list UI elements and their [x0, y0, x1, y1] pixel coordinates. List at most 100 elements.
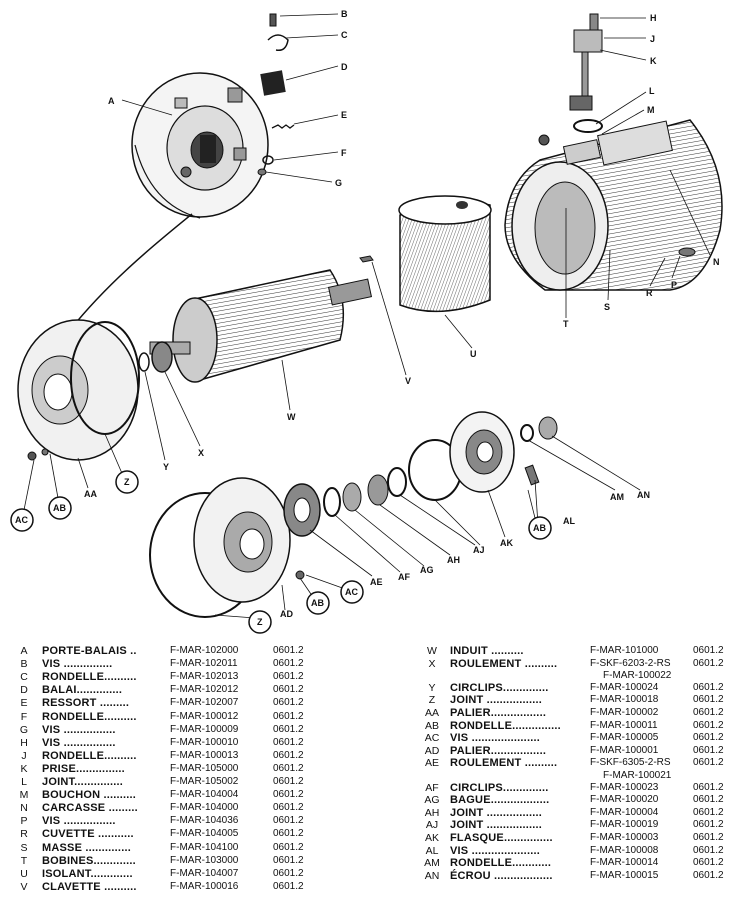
part-note: F-MAR-100021	[603, 770, 672, 781]
part-letter: P	[20, 815, 28, 828]
part-name: BOUCHON ..........	[42, 789, 137, 802]
part-letter: L	[21, 776, 27, 788]
circled-label: AB	[53, 503, 66, 513]
callout-label: AE	[370, 577, 383, 587]
part-reference: F-MAR-105002	[170, 776, 239, 787]
part-code: 0601.2	[273, 828, 304, 840]
part-letter: AM	[424, 857, 440, 870]
callout-label: AA	[84, 489, 97, 499]
leader-lines	[23, 13, 711, 619]
part-reference: F-MAR-100023	[590, 781, 659, 793]
part-code: 0601.2	[693, 732, 724, 744]
lead-wire	[69, 213, 193, 331]
part-code: 0601.2	[693, 657, 724, 669]
part-code: 0601.2	[693, 806, 724, 818]
part-code: 0601.2	[273, 762, 304, 774]
part-code: 0601.2	[693, 832, 724, 843]
part-letter: N	[20, 802, 28, 815]
part-name: PALIER.................	[450, 707, 547, 719]
part-name: RESSORT .........	[42, 697, 130, 710]
callout-label: U	[470, 349, 477, 359]
part-reference: F-MAR-105000	[170, 762, 239, 774]
callout-label: AD	[280, 609, 293, 619]
part-reference: F-MAR-100016	[170, 880, 239, 892]
part-letter: AK	[424, 832, 439, 844]
part-letter: R	[20, 828, 28, 841]
callout-label: V	[405, 376, 411, 386]
callout-label: H	[650, 13, 657, 23]
part-reference: F-SKF-6305-2-RS	[590, 757, 671, 769]
part-code: 0601.2	[273, 723, 304, 735]
part-name: MASSE ..............	[42, 841, 131, 854]
part-code: 0601.2	[693, 744, 724, 756]
part-name: CIRCLIPS..............	[450, 681, 549, 694]
part-code: 0601.2	[273, 697, 304, 709]
key-drawing	[359, 255, 374, 263]
callout-label: J	[650, 34, 655, 44]
callout-label: L	[649, 86, 655, 96]
part-code: 0601.2	[693, 694, 724, 706]
part-letter: K	[20, 762, 28, 775]
part-reference: F-MAR-100011	[590, 719, 658, 731]
part-reference: F-MAR-100003	[590, 832, 659, 843]
part-letter: AD	[424, 744, 440, 757]
part-name: JOINT .................	[450, 806, 543, 819]
part-name: CIRCLIPS..............	[450, 781, 549, 794]
callout-label: C	[341, 30, 348, 40]
part-name: BOBINES.............	[42, 854, 136, 867]
part-letter: AE	[424, 757, 439, 770]
part-name: VIS .....................	[450, 844, 540, 857]
part-name: JOINT .................	[450, 694, 543, 707]
circled-label: Z	[257, 617, 263, 627]
callout-label: A	[108, 96, 115, 106]
part-reference: F-MAR-100015	[590, 869, 659, 881]
circled-label: AC	[345, 587, 358, 597]
part-letter: AJ	[425, 819, 439, 832]
part-letter: T	[20, 854, 28, 867]
part-reference: F-MAR-104000	[170, 802, 239, 814]
part-name: BALAI..............	[42, 684, 123, 697]
part-name: VIS ................	[42, 736, 116, 749]
part-name: RONDELLE..........	[42, 671, 137, 684]
part-letter: G	[19, 723, 29, 736]
part-reference: F-MAR-102011	[170, 658, 238, 670]
part-reference: F-MAR-100004	[590, 806, 659, 818]
part-reference: F-MAR-100013	[170, 749, 239, 761]
circled-labels: AC AB Z AB AC Z AB	[10, 470, 552, 634]
callout-label: K	[650, 56, 657, 66]
part-letter: Y	[428, 681, 436, 694]
part-code: 0601.2	[273, 645, 304, 656]
part-code: 0601.2	[273, 658, 304, 670]
part-letter: AH	[424, 806, 440, 819]
circled-label: AB	[533, 523, 546, 533]
callout-label: R	[646, 288, 653, 298]
callout-label: X	[198, 448, 204, 458]
part-name: FLASQUE...............	[450, 832, 553, 844]
part-code: 0601.2	[693, 681, 724, 693]
part-reference: F-MAR-102000	[170, 645, 239, 656]
callout-label: G	[335, 178, 342, 188]
callout-label: Y	[163, 462, 169, 472]
part-code: 0601.2	[693, 794, 724, 806]
insulator-drawing	[398, 195, 492, 313]
part-reference: F-MAR-104005	[170, 828, 239, 840]
part-letter: U	[20, 867, 28, 880]
part-code: 0601.2	[273, 684, 304, 696]
part-reference: F-MAR-100010	[170, 736, 239, 748]
part-reference: F-MAR-100002	[590, 707, 659, 718]
part-code: 0601.2	[693, 707, 724, 718]
exploded-view-diagram: A B C D E F G H J K L M N P R S T U V W …	[10, 9, 723, 634]
part-code: 0601.2	[273, 841, 304, 853]
part-name: BAGUE..................	[450, 794, 550, 807]
part-name: JOINT...............	[42, 776, 124, 788]
part-letter: AF	[425, 781, 439, 794]
part-code: 0601.2	[693, 819, 724, 831]
front-bearing-parts-drawing	[283, 439, 462, 537]
part-reference: F-MAR-104004	[170, 789, 239, 801]
callout-label: E	[341, 110, 347, 120]
armature-drawing	[149, 269, 373, 383]
callout-label: AN	[637, 490, 650, 500]
housing-drawing	[504, 119, 723, 291]
part-code: 0601.2	[273, 749, 304, 761]
